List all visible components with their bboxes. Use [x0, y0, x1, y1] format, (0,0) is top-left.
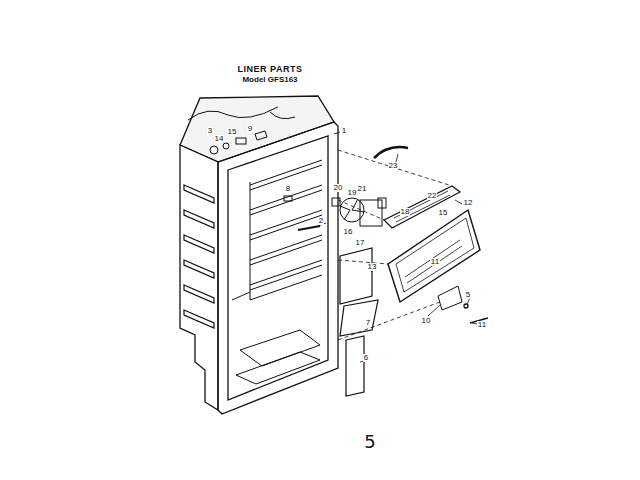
callout-number: 22 — [427, 192, 438, 200]
callout-number: 1 — [341, 127, 347, 135]
callout-number: 17 — [355, 239, 366, 247]
callout-number: 15 — [438, 209, 449, 217]
callout-number: 7 — [365, 319, 371, 327]
callout-number: 3 — [207, 127, 213, 135]
callout-number: 13 — [367, 263, 378, 271]
callout-number: 21 — [357, 185, 368, 193]
callout-number: 10 — [421, 317, 432, 325]
diagram-title: LINER PARTS — [237, 65, 304, 74]
callout-number: 11 — [477, 321, 487, 329]
callout-number: 11 — [430, 258, 440, 266]
callout-number: 6 — [363, 354, 369, 362]
callout-number: 2 — [318, 217, 324, 225]
callout-number: 12 — [463, 199, 474, 207]
callout-number: 18 — [400, 208, 411, 216]
callout-number: 16 — [343, 228, 354, 236]
callout-number: 23 — [388, 162, 399, 170]
model-label: Model GFS163 — [241, 76, 298, 84]
page-number: 5 — [363, 433, 376, 451]
callout-number: 9 — [247, 125, 253, 133]
callout-number: 14 — [214, 135, 225, 143]
callout-number: 20 — [333, 184, 344, 192]
callout-number: 15 — [227, 128, 238, 136]
callout-number: 8 — [285, 185, 291, 193]
callout-number: 5 — [465, 291, 471, 299]
